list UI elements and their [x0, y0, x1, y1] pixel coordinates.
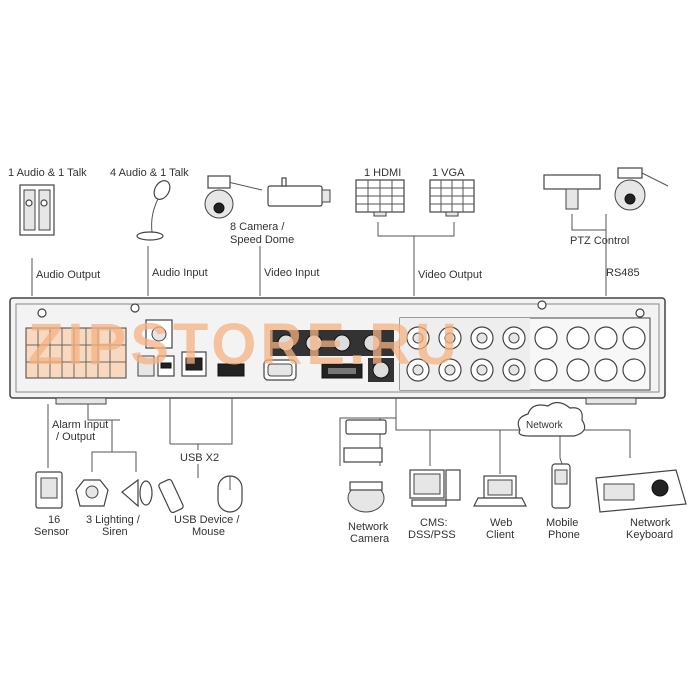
label-hdmi: 1 HDMI	[364, 167, 401, 179]
label-sensor-2: Sensor	[34, 526, 69, 538]
label-network-keyboard-2: Keyboard	[626, 529, 673, 541]
lighting-icon	[75, 479, 109, 507]
microphone-icon	[136, 180, 171, 241]
label-audio-talk-1: 1 Audio & 1 Talk	[8, 167, 87, 179]
label-camera-dome-1: 8 Camera /	[230, 221, 285, 233]
label-alarm-io-1: Alarm Input	[52, 419, 108, 431]
label-cms-1: CMS:	[420, 517, 448, 529]
audio-bnc-block	[270, 330, 394, 356]
label-lighting-2: Siren	[102, 526, 128, 538]
label-network-camera-1: Network	[348, 521, 389, 533]
label-audio-talk-4: 4 Audio & 1 Talk	[110, 167, 189, 179]
box-camera-icon	[267, 177, 331, 207]
vga-port-icon	[263, 359, 297, 381]
label-network-keyboard-1: Network	[630, 517, 671, 529]
label-mobile-phone-2: Phone	[548, 529, 580, 541]
label-cms-2: DSS/PSS	[408, 529, 456, 541]
label-usb-device-1: USB Device /	[174, 514, 240, 526]
hdmi-monitor-icon	[355, 179, 405, 217]
label-ptz-control: PTZ Control	[570, 235, 629, 247]
mobile-phone-icon	[551, 457, 571, 509]
network-port-icon	[181, 351, 207, 377]
usb-port-icon	[157, 355, 175, 377]
network-keyboard-icon	[595, 469, 687, 513]
label-web-client-1: Web	[490, 517, 512, 529]
hdmi-port-icon	[217, 363, 245, 377]
ptz-decoder-icon	[543, 174, 601, 210]
label-alarm-io-2: / Output	[56, 431, 95, 443]
mouse-icon	[217, 475, 243, 513]
vga-monitor-icon	[429, 179, 475, 217]
label-video-input: Video Input	[264, 267, 319, 279]
laptop-icon	[473, 475, 527, 507]
label-audio-output: Audio Output	[36, 269, 100, 281]
label-video-output: Video Output	[418, 269, 482, 281]
dvr-rear-panel	[9, 297, 666, 405]
network-camera-icon	[343, 419, 387, 513]
usb-stick-icon	[158, 478, 184, 514]
audio-out-bnc-icon	[368, 358, 394, 382]
watermark-logo: ZIPSTORE.RU	[28, 312, 461, 377]
network-cloud-icon	[517, 401, 586, 437]
label-vga: 1 VGA	[432, 167, 465, 179]
alarm-terminal-block	[25, 327, 127, 379]
siren-icon	[121, 478, 153, 508]
label-network: Network	[526, 420, 564, 431]
label-sensor-1: 16	[48, 514, 60, 526]
speaker-icon	[19, 184, 55, 236]
label-usb-x2: USB X2	[180, 452, 219, 464]
ptz-dome-icon	[614, 167, 669, 211]
label-web-client-2: Client	[486, 529, 514, 541]
label-camera-dome-2: Speed Dome	[230, 234, 294, 246]
label-rs485: RS485	[606, 267, 640, 279]
speed-dome-icon	[204, 175, 263, 219]
power-port-icon	[137, 319, 173, 377]
label-usb-device-2: Mouse	[192, 526, 225, 538]
video-input-bnc-block	[399, 317, 651, 391]
sensor-icon	[35, 471, 63, 509]
label-lighting-1: 3 Lighting /	[86, 514, 141, 526]
label-network-camera-2: Camera	[350, 533, 390, 545]
top-connector-lines	[31, 214, 607, 296]
hdmi-out-port-icon	[321, 363, 363, 379]
label-audio-input: Audio Input	[152, 267, 208, 279]
label-mobile-phone-1: Mobile	[546, 517, 578, 529]
bottom-connector-lines	[47, 398, 631, 478]
cms-computer-icon	[409, 469, 461, 507]
